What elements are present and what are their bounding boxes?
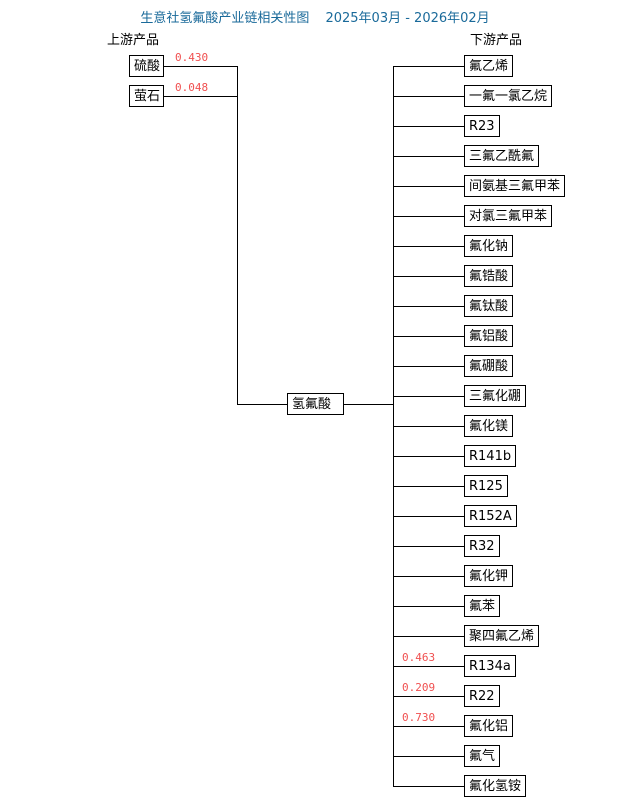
downstream-link-line	[393, 456, 464, 457]
downstream-link-line	[393, 126, 464, 127]
downstream-product-box[interactable]: R141b	[464, 445, 517, 467]
downstream-product-box[interactable]: 三氟化硼	[464, 385, 527, 407]
downstream-link-line	[393, 66, 464, 67]
downstream-product-box[interactable]: 氟苯	[464, 595, 501, 617]
correlation-value: 0.730	[402, 711, 436, 724]
downstream-link-line	[393, 276, 464, 277]
downstream-link-line	[393, 366, 464, 367]
correlation-value: 0.048	[175, 81, 209, 94]
downstream-product-box[interactable]: 氟硼酸	[464, 355, 514, 377]
upstream-connector	[237, 404, 287, 405]
upstream-link-line	[163, 66, 237, 67]
downstream-product-box[interactable]: 三氟乙酰氟	[464, 145, 540, 167]
downstream-product-box[interactable]: 氟乙烯	[464, 55, 514, 77]
downstream-product-box[interactable]: R23	[464, 115, 500, 137]
correlation-value: 0.463	[402, 651, 436, 664]
date-range: 2025年03月 - 2026年02月	[325, 11, 490, 26]
center-product-box[interactable]: 氢氟酸	[287, 393, 344, 415]
downstream-product-box[interactable]: R32	[464, 535, 500, 557]
downstream-product-box[interactable]: 氟化钠	[464, 235, 514, 257]
downstream-product-box[interactable]: 聚四氟乙烯	[464, 625, 540, 647]
downstream-link-line	[393, 216, 464, 217]
downstream-product-box[interactable]: 氟钛酸	[464, 295, 514, 317]
downstream-product-box[interactable]: R152A	[464, 505, 517, 527]
downstream-link-line	[393, 486, 464, 487]
correlation-value: 0.430	[175, 51, 209, 64]
chart-title: 生意社氢氟酸产业链相关性图 2025年03月 - 2026年02月	[0, 7, 630, 26]
downstream-link-line	[393, 756, 464, 757]
downstream-link-line	[393, 186, 464, 187]
downstream-product-box[interactable]: 间氨基三氟甲苯	[464, 175, 566, 197]
downstream-connector	[343, 404, 393, 405]
downstream-product-box[interactable]: R134a	[464, 655, 516, 677]
upstream-link-line	[163, 96, 237, 97]
downstream-link-line	[393, 336, 464, 337]
downstream-product-box[interactable]: R22	[464, 685, 500, 707]
downstream-link-line	[393, 786, 464, 787]
title-text: 生意社氢氟酸产业链相关性图	[140, 11, 310, 26]
downstream-link-line	[393, 396, 464, 397]
downstream-product-box[interactable]: 对氯三氟甲苯	[464, 205, 553, 227]
downstream-link-line	[393, 576, 464, 577]
upstream-product-box[interactable]: 萤石	[129, 85, 164, 107]
downstream-product-box[interactable]: 氟化氢铵	[464, 775, 527, 797]
downstream-product-box[interactable]: 氟化铝	[464, 715, 514, 737]
downstream-product-box[interactable]: 氟铝酸	[464, 325, 514, 347]
downstream-link-line	[393, 306, 464, 307]
downstream-product-box[interactable]: 氟化钾	[464, 565, 514, 587]
downstream-link-line	[393, 246, 464, 247]
upstream-trunk-line	[237, 66, 238, 405]
downstream-product-box[interactable]: 氟气	[464, 745, 501, 767]
downstream-link-line	[393, 666, 464, 667]
downstream-link-line	[393, 156, 464, 157]
downstream-link-line	[393, 696, 464, 697]
downstream-product-box[interactable]: R125	[464, 475, 508, 497]
downstream-product-box[interactable]: 一氟一氯乙烷	[464, 85, 553, 107]
upstream-header: 上游产品	[107, 33, 160, 48]
downstream-link-line	[393, 426, 464, 427]
downstream-link-line	[393, 726, 464, 727]
downstream-link-line	[393, 96, 464, 97]
correlation-value: 0.209	[402, 681, 436, 694]
downstream-link-line	[393, 636, 464, 637]
downstream-link-line	[393, 606, 464, 607]
downstream-header: 下游产品	[470, 33, 523, 48]
downstream-product-box[interactable]: 氟化镁	[464, 415, 514, 437]
downstream-link-line	[393, 516, 464, 517]
upstream-product-box[interactable]: 硫酸	[129, 55, 164, 77]
downstream-product-box[interactable]: 氟锆酸	[464, 265, 514, 287]
downstream-link-line	[393, 546, 464, 547]
